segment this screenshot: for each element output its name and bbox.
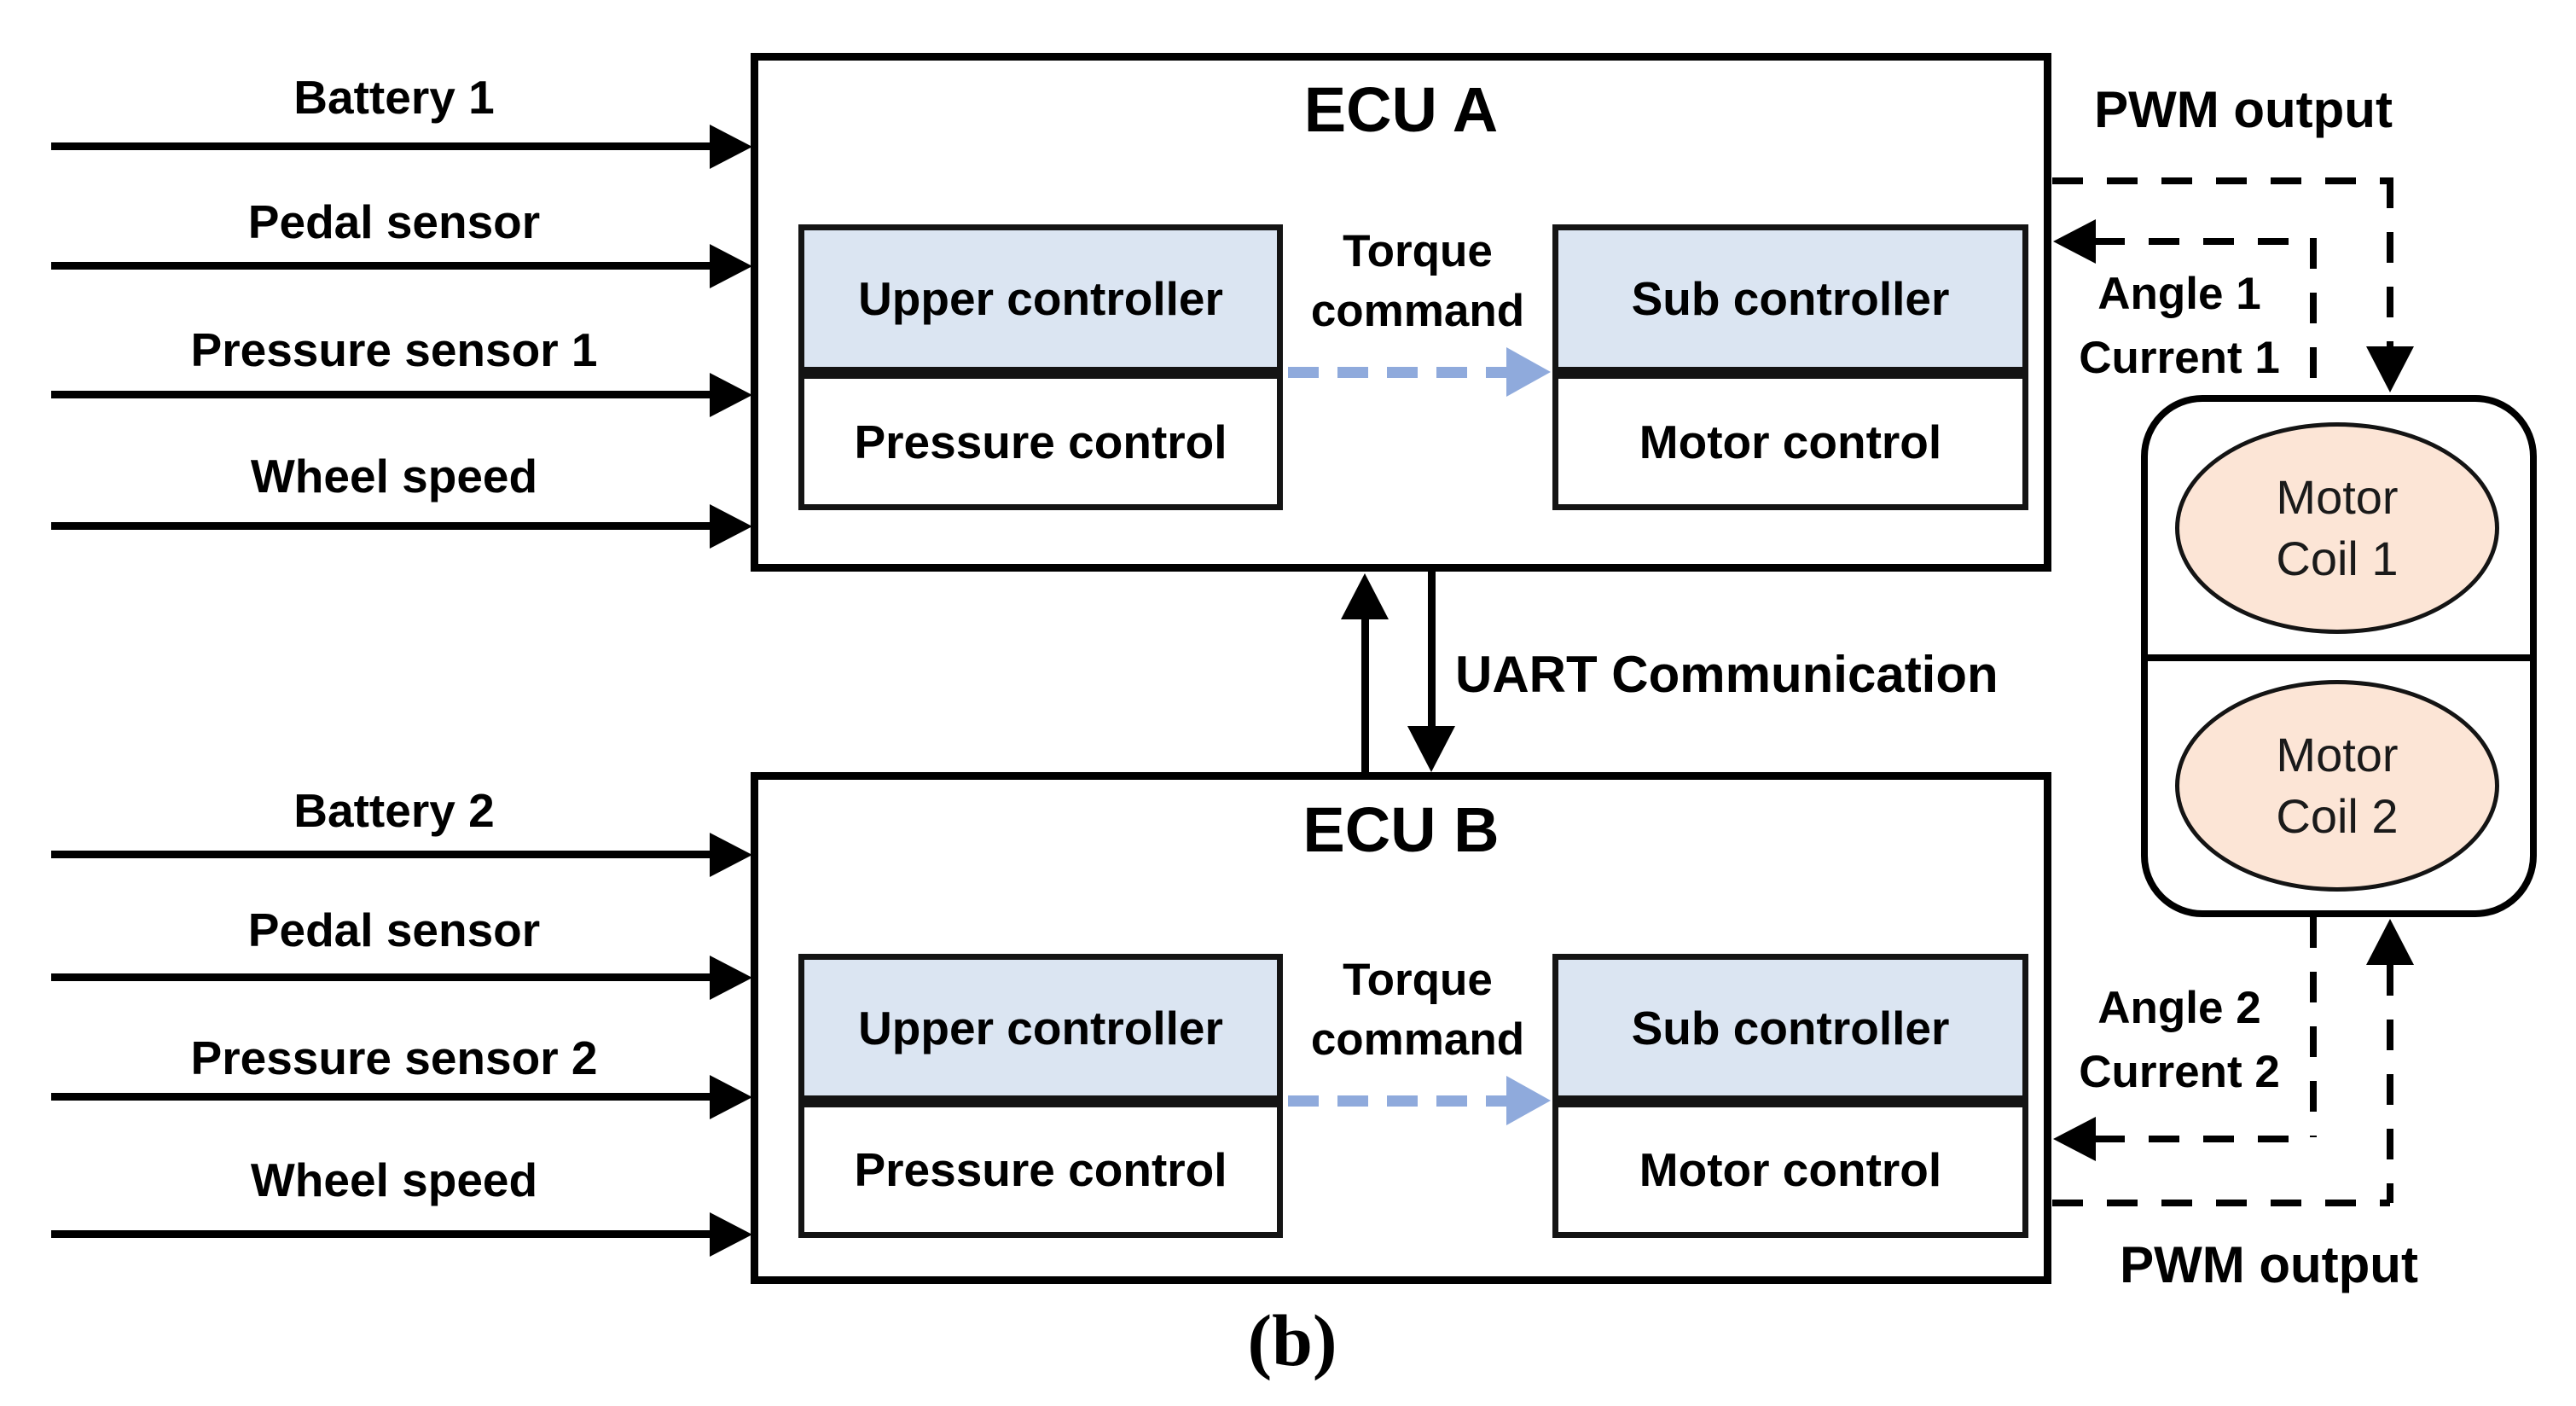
ecu-a-pressure-control-box: Pressure control xyxy=(798,373,1283,510)
input-a-pressure-sensor1-arrowhead xyxy=(710,373,752,417)
input-a-pressure-sensor1-line xyxy=(51,391,711,398)
ecu-a-upper-controller-box: Upper controller xyxy=(798,224,1283,373)
angle2-current2-dashed-line-v xyxy=(2310,917,2317,1137)
angle2-label: Angle 2 xyxy=(2097,983,2261,1033)
figure-caption: (b) xyxy=(1247,1299,1337,1381)
ecu-b-sub-controller-box: Sub controller xyxy=(1552,954,2028,1101)
ecu-a-sub-controller-label: Sub controller xyxy=(1631,272,1950,325)
input-b-battery2-label: Battery 2 xyxy=(293,784,495,837)
ecu-b-torque-label-line2: command xyxy=(1310,1014,1525,1065)
ecu-b-sub-controller-label: Sub controller xyxy=(1631,1001,1950,1054)
current2-label: Current 2 xyxy=(2079,1047,2280,1097)
input-b-wheel-speed-line xyxy=(51,1230,711,1238)
pwm-top-arrowhead-into-motor xyxy=(2366,346,2414,392)
input-b-battery2-arrowhead xyxy=(710,833,752,877)
motor-coil-1-label-line1: Motor xyxy=(2276,470,2399,525)
ecu-b-motor-control-box: Motor control xyxy=(1552,1101,2028,1238)
input-a-battery1-arrowhead xyxy=(710,125,752,169)
input-b-wheel-speed-arrowhead xyxy=(710,1212,752,1257)
angle1-label: Angle 1 xyxy=(2097,269,2261,319)
ecu-a-pressure-control-label: Pressure control xyxy=(854,415,1227,468)
ecu-b-motor-control-label: Motor control xyxy=(1639,1143,1942,1196)
input-a-wheel-speed-line xyxy=(51,522,711,530)
uart-communication-label: UART Communication xyxy=(1455,646,1999,703)
angle1-current1-dashed-line-v xyxy=(2310,238,2317,395)
pwm-top-dashed-line-v xyxy=(2387,177,2393,348)
current1-label: Current 1 xyxy=(2079,333,2280,383)
angle1-current1-dashed-line-h xyxy=(2094,238,2316,245)
ecu-a-torque-label-line2: command xyxy=(1310,286,1525,336)
ecu-a-title: ECU A xyxy=(1303,74,1499,145)
ecu-a-sub-controller-box: Sub controller xyxy=(1552,224,2028,373)
motor-coil-2-ellipse: Motor Coil 2 xyxy=(2175,680,2499,892)
input-a-wheel-speed-arrowhead xyxy=(710,504,752,549)
ecu-a-torque-label-line1: Torque xyxy=(1343,226,1493,276)
input-a-pedal-sensor-line xyxy=(51,262,711,270)
ecu-a-motor-control-label: Motor control xyxy=(1639,415,1942,468)
pwm-bottom-dashed-line-h xyxy=(2052,1200,2390,1206)
ecu-a-torque-command-arrowhead xyxy=(1506,347,1551,397)
input-a-wheel-speed-label: Wheel speed xyxy=(250,450,538,503)
ecu-b-torque-command-arrowhead xyxy=(1506,1076,1551,1125)
pwm-bottom-dashed-line-v xyxy=(2387,965,2393,1203)
input-a-pressure-sensor1-label: Pressure sensor 1 xyxy=(190,323,598,376)
ecu-b-title: ECU B xyxy=(1303,794,1500,865)
input-b-pressure-sensor2-line xyxy=(51,1093,711,1101)
input-a-battery1-label: Battery 1 xyxy=(293,71,495,124)
motor-unit-divider xyxy=(2141,654,2537,661)
ecu-b-pressure-control-label: Pressure control xyxy=(854,1143,1227,1196)
uart-arrowhead-down xyxy=(1407,726,1455,772)
motor-coil-1-label-line2: Coil 1 xyxy=(2276,532,2399,585)
uart-line-up xyxy=(1361,616,1369,772)
uart-arrowhead-up xyxy=(1341,573,1389,619)
pwm-output-top-label: PWM output xyxy=(2094,81,2393,138)
ecu-b-upper-controller-label: Upper controller xyxy=(858,1001,1223,1054)
input-b-battery2-line xyxy=(51,851,711,858)
pwm-output-bottom-label: PWM output xyxy=(2120,1236,2418,1293)
input-b-pedal-sensor-line xyxy=(51,973,711,981)
ecu-b-pressure-control-box: Pressure control xyxy=(798,1101,1283,1238)
ecu-b-torque-command-dashed-line xyxy=(1288,1095,1508,1107)
ecu-a-motor-control-box: Motor control xyxy=(1552,373,2028,510)
input-a-pedal-sensor-arrowhead xyxy=(710,244,752,288)
ecu-a-upper-controller-label: Upper controller xyxy=(858,272,1223,325)
motor-coil-2-label-line1: Motor xyxy=(2276,728,2399,782)
input-b-pressure-sensor2-arrowhead xyxy=(710,1075,752,1119)
ecu-a-torque-command-dashed-line xyxy=(1288,367,1508,378)
pwm-top-dashed-line-h xyxy=(2052,177,2392,184)
ecu-b-upper-controller-box: Upper controller xyxy=(798,954,1283,1101)
angle2-current2-dashed-line-h xyxy=(2094,1136,2312,1142)
input-b-pressure-sensor2-label: Pressure sensor 2 xyxy=(190,1031,598,1084)
input-b-pedal-sensor-arrowhead xyxy=(710,956,752,1000)
pwm-bottom-arrowhead-into-motor xyxy=(2366,919,2414,965)
input-b-wheel-speed-label: Wheel speed xyxy=(250,1153,538,1206)
angle1-current1-arrowhead-into-ecu-a xyxy=(2053,219,2096,264)
uart-line-down xyxy=(1428,572,1436,728)
input-a-battery1-line xyxy=(51,142,711,150)
input-b-pedal-sensor-label: Pedal sensor xyxy=(247,903,541,956)
angle2-current2-arrowhead-into-ecu-b xyxy=(2053,1117,2096,1161)
ecu-b-torque-label-line1: Torque xyxy=(1343,955,1493,1005)
motor-coil-2-label-line2: Coil 2 xyxy=(2276,789,2399,843)
input-a-pedal-sensor-label: Pedal sensor xyxy=(247,195,541,248)
motor-coil-1-ellipse: Motor Coil 1 xyxy=(2175,422,2499,634)
